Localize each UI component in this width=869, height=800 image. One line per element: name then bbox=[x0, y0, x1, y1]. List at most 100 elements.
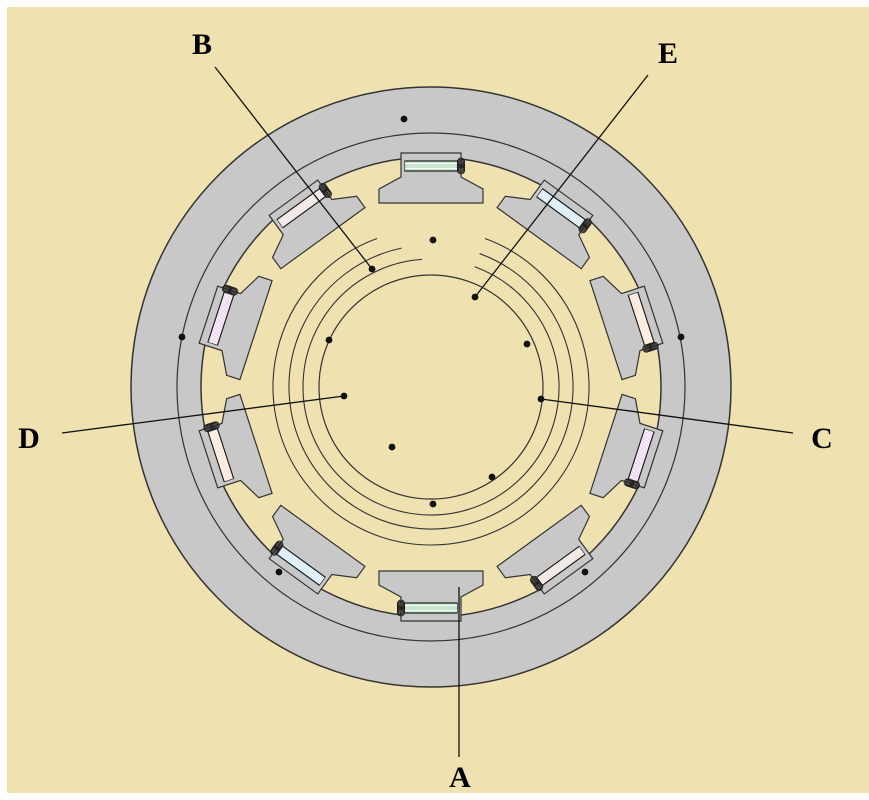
coil-turn bbox=[281, 195, 325, 227]
terminal-lead bbox=[474, 74, 649, 298]
coil-turn bbox=[209, 293, 227, 343]
coil-turn bbox=[629, 294, 647, 345]
coil-turn bbox=[629, 429, 647, 480]
stator-pole bbox=[589, 275, 664, 381]
coil-turn bbox=[279, 550, 323, 582]
rotor-bore bbox=[318, 274, 544, 500]
terminal-lead bbox=[61, 395, 345, 434]
coil-loop bbox=[534, 581, 543, 591]
coil-turn bbox=[539, 192, 583, 224]
connection-dot bbox=[488, 473, 496, 481]
pole-body bbox=[496, 179, 594, 270]
coil-turn bbox=[281, 548, 324, 580]
terminal-label-a: A bbox=[449, 761, 471, 793]
coil-turn bbox=[211, 430, 229, 481]
coil-turn bbox=[212, 430, 230, 481]
pole-body bbox=[589, 393, 664, 499]
coil-loop bbox=[396, 608, 406, 617]
terminal-lead bbox=[214, 66, 373, 270]
connection-dot bbox=[388, 443, 396, 451]
coil-turn bbox=[631, 430, 649, 480]
coil-turn bbox=[214, 429, 232, 480]
stator-pole bbox=[496, 179, 594, 270]
coil-turn bbox=[539, 550, 583, 582]
stator-pole bbox=[198, 393, 273, 499]
pole-body bbox=[268, 179, 366, 270]
coil-turn bbox=[541, 190, 584, 222]
coil-turn bbox=[540, 191, 583, 223]
coil-loop bbox=[221, 284, 230, 293]
coil-turn bbox=[537, 547, 581, 579]
terminal-label-d: D bbox=[18, 422, 40, 455]
coil-turn bbox=[630, 294, 648, 345]
coil-turn bbox=[208, 292, 226, 343]
coil-turn bbox=[540, 551, 583, 583]
wiring-ring bbox=[302, 258, 560, 516]
coil-turn bbox=[208, 431, 226, 482]
coil-loop bbox=[320, 185, 329, 194]
coil-turn bbox=[213, 430, 231, 480]
coil-loop bbox=[318, 182, 327, 192]
coil-turn bbox=[632, 293, 650, 344]
coil-turn bbox=[279, 551, 322, 583]
pole-body bbox=[198, 393, 273, 499]
stepper-motor-diagram: B E D C A bbox=[7, 7, 869, 794]
stator-pole bbox=[268, 504, 366, 595]
coil-turn bbox=[278, 552, 321, 584]
coil-turn bbox=[635, 431, 653, 481]
coil-turn bbox=[633, 430, 651, 481]
coil-turn bbox=[280, 193, 324, 225]
terminal-label-b: B bbox=[192, 28, 212, 61]
coil-turn bbox=[211, 293, 229, 344]
coil-turn bbox=[209, 431, 227, 481]
coil-turn bbox=[281, 547, 325, 579]
coil-turn bbox=[279, 192, 323, 224]
coil-turn bbox=[281, 194, 324, 226]
motor-cross-section: B E D C A bbox=[18, 28, 833, 794]
coil-turn bbox=[636, 292, 654, 343]
stator-pole bbox=[268, 179, 366, 270]
coil-turn bbox=[630, 429, 648, 480]
coil-loop bbox=[271, 545, 280, 554]
coil-turn bbox=[538, 549, 582, 581]
coil-loop bbox=[456, 157, 466, 166]
coil-turn bbox=[538, 548, 581, 580]
coil-turn bbox=[541, 553, 585, 585]
stator-pole bbox=[496, 504, 594, 595]
coil-loop bbox=[533, 580, 542, 589]
connection-dot bbox=[325, 336, 333, 344]
coil-turn bbox=[636, 431, 654, 482]
connection-dot bbox=[523, 340, 531, 348]
coil-turn bbox=[631, 294, 649, 344]
coil-loop bbox=[583, 218, 592, 227]
pole-body bbox=[268, 504, 366, 595]
stator-pole bbox=[198, 275, 273, 381]
coil-turn bbox=[214, 294, 232, 345]
terminal-leads bbox=[61, 66, 794, 757]
coil-turn bbox=[632, 430, 650, 481]
terminal-label-e: E bbox=[658, 37, 678, 70]
coil-loop bbox=[270, 547, 279, 556]
wiring-ring bbox=[288, 247, 574, 530]
connection-dot bbox=[429, 236, 437, 244]
terminal-label-c: C bbox=[811, 422, 833, 455]
pole-body bbox=[589, 275, 664, 381]
coil-turn bbox=[635, 293, 653, 343]
coil-turn bbox=[541, 189, 585, 221]
coil-turn bbox=[541, 552, 584, 584]
connection-dot bbox=[677, 333, 685, 341]
coil-turn bbox=[538, 194, 581, 226]
pole-body bbox=[496, 504, 594, 595]
coil-turn bbox=[215, 294, 233, 345]
coil-turn bbox=[277, 553, 321, 585]
coil-loop bbox=[535, 582, 544, 592]
coil-turn bbox=[279, 191, 322, 223]
coil-loop bbox=[632, 481, 641, 490]
coil-loop bbox=[582, 219, 592, 228]
winding-wiring bbox=[178, 115, 685, 576]
coil-turn bbox=[215, 429, 233, 480]
yoke-inner-line bbox=[176, 132, 686, 642]
coil-turn bbox=[277, 189, 321, 221]
connection-dot bbox=[275, 568, 283, 576]
coil-turn bbox=[213, 294, 231, 344]
